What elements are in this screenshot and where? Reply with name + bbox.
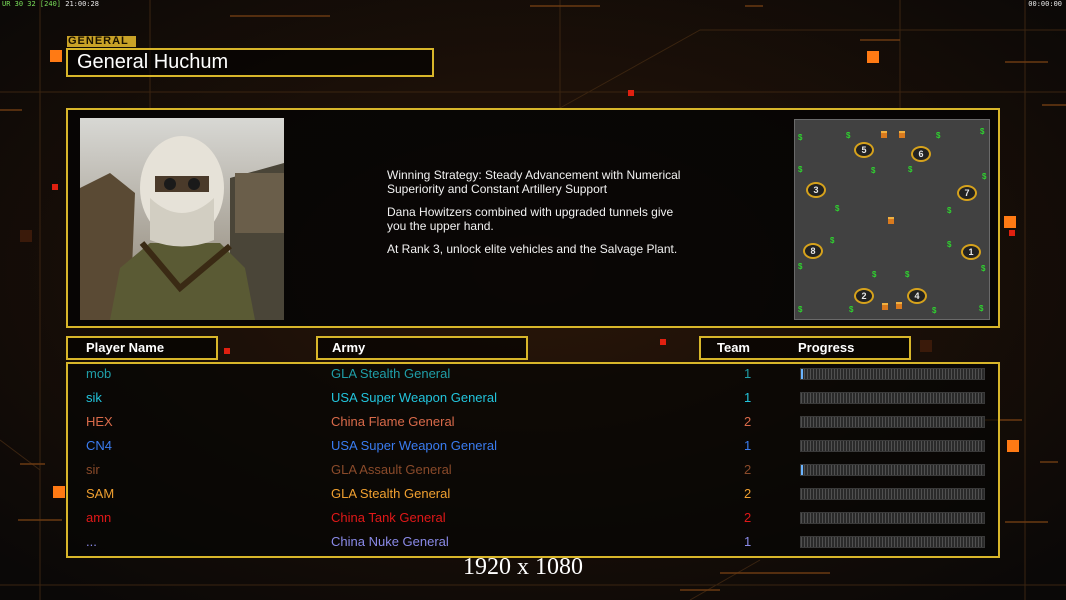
player-team: 1 xyxy=(744,390,752,405)
cash-icon: $ xyxy=(947,206,952,215)
spawn-marker-1: 1 xyxy=(961,244,981,260)
strategy-text: Winning Strategy: Steady Advancement wit… xyxy=(387,168,717,265)
player-row: sik USA Super Weapon General 1 xyxy=(68,388,998,412)
progress-fill xyxy=(801,465,803,475)
player-row: SAM GLA Stealth General 2 xyxy=(68,484,998,508)
progress-fill xyxy=(801,369,803,379)
player-army: China Tank General xyxy=(331,510,446,525)
player-name: sir xyxy=(86,462,100,477)
player-team: 1 xyxy=(744,534,752,549)
strategy-line-1: Winning Strategy: Steady Advancement wit… xyxy=(387,168,681,196)
player-row: amn China Tank General 2 xyxy=(68,508,998,532)
building-icon xyxy=(882,303,888,310)
cash-icon: $ xyxy=(830,236,835,245)
player-team: 2 xyxy=(744,510,752,525)
cash-icon: $ xyxy=(979,304,984,313)
general-name: General Huchum xyxy=(66,48,434,77)
player-team: 1 xyxy=(744,366,752,381)
player-name: sik xyxy=(86,390,102,405)
clock-left: 21:00:28 xyxy=(65,0,99,8)
strategy-line-3: At Rank 3, unlock elite vehicles and the… xyxy=(387,242,678,256)
player-team: 1 xyxy=(744,438,752,453)
progress-bar xyxy=(800,464,985,476)
spawn-marker-2: 2 xyxy=(854,288,874,304)
building-icon xyxy=(899,131,905,138)
progress-bar xyxy=(800,416,985,428)
cash-icon: $ xyxy=(849,305,854,314)
building-icon xyxy=(881,131,887,138)
header-army: Army xyxy=(316,336,528,360)
cash-icon: $ xyxy=(982,172,987,181)
resolution-label: 1920 x 1080 xyxy=(463,554,583,580)
player-roster: mob GLA Stealth General 1 sik USA Super … xyxy=(66,362,1000,558)
progress-bar xyxy=(800,368,985,380)
player-name: ... xyxy=(86,534,97,549)
spawn-marker-5: 5 xyxy=(854,142,874,158)
player-army: GLA Stealth General xyxy=(331,366,451,381)
player-row: CN4 USA Super Weapon General 1 xyxy=(68,436,998,460)
progress-bar xyxy=(800,440,985,452)
cash-icon: $ xyxy=(798,133,803,142)
building-icon xyxy=(888,217,894,224)
progress-bar xyxy=(800,392,985,404)
player-team: 2 xyxy=(744,414,752,429)
player-army: USA Super Weapon General xyxy=(331,390,497,405)
cash-icon: $ xyxy=(908,165,913,174)
player-name: CN4 xyxy=(86,438,113,453)
general-portrait xyxy=(80,118,284,320)
minimap: 5 6 3 7 8 1 2 4 $ $ $ $ $ $ $ $ $ $ $ $ … xyxy=(794,119,990,320)
player-row: mob GLA Stealth General 1 xyxy=(68,364,998,388)
progress-bar xyxy=(800,512,985,524)
cash-icon: $ xyxy=(872,270,877,279)
player-team: 2 xyxy=(744,486,752,501)
player-name: mob xyxy=(86,366,112,381)
player-name: HEX xyxy=(86,414,113,429)
spawn-marker-7: 7 xyxy=(957,185,977,201)
clock-right: 00:00:00 xyxy=(1028,0,1062,8)
player-name: amn xyxy=(86,510,112,525)
player-row: HEX China Flame General 2 xyxy=(68,412,998,436)
player-army: China Flame General xyxy=(331,414,455,429)
header-team-progress: Team Progress xyxy=(699,336,911,360)
player-army: GLA Assault General xyxy=(331,462,452,477)
cash-icon: $ xyxy=(936,131,941,140)
strategy-line-2: Dana Howitzers combined with upgraded tu… xyxy=(387,205,674,233)
building-icon xyxy=(896,302,902,309)
cash-icon: $ xyxy=(871,166,876,175)
cash-icon: $ xyxy=(798,165,803,174)
fps-readout: UR 30 32 [240] xyxy=(2,0,62,8)
header-progress: Progress xyxy=(798,340,855,355)
cash-icon: $ xyxy=(932,306,937,315)
header-team: Team xyxy=(717,340,750,355)
player-row: sir GLA Assault General 2 xyxy=(68,460,998,484)
player-army: China Nuke General xyxy=(331,534,449,549)
progress-bar xyxy=(800,488,985,500)
cash-icon: $ xyxy=(798,262,803,271)
player-army: GLA Stealth General xyxy=(331,486,451,501)
cash-icon: $ xyxy=(980,127,985,136)
cash-icon: $ xyxy=(981,264,986,273)
cash-icon: $ xyxy=(947,240,952,249)
spawn-marker-3: 3 xyxy=(806,182,826,198)
player-row: ... China Nuke General 1 xyxy=(68,532,998,556)
player-army: USA Super Weapon General xyxy=(331,438,497,453)
cash-icon: $ xyxy=(798,305,803,314)
player-team: 2 xyxy=(744,462,752,477)
cash-icon: $ xyxy=(846,131,851,140)
spawn-marker-8: 8 xyxy=(803,243,823,259)
hud-stats: UR 30 32 [240] 21:00:28 xyxy=(2,0,99,9)
cash-icon: $ xyxy=(905,270,910,279)
player-name: SAM xyxy=(86,486,115,501)
spawn-marker-6: 6 xyxy=(911,146,931,162)
header-player-name: Player Name xyxy=(66,336,218,360)
cash-icon: $ xyxy=(835,204,840,213)
general-tag: GENERAL xyxy=(67,36,136,47)
spawn-marker-4: 4 xyxy=(907,288,927,304)
progress-bar xyxy=(800,536,985,548)
